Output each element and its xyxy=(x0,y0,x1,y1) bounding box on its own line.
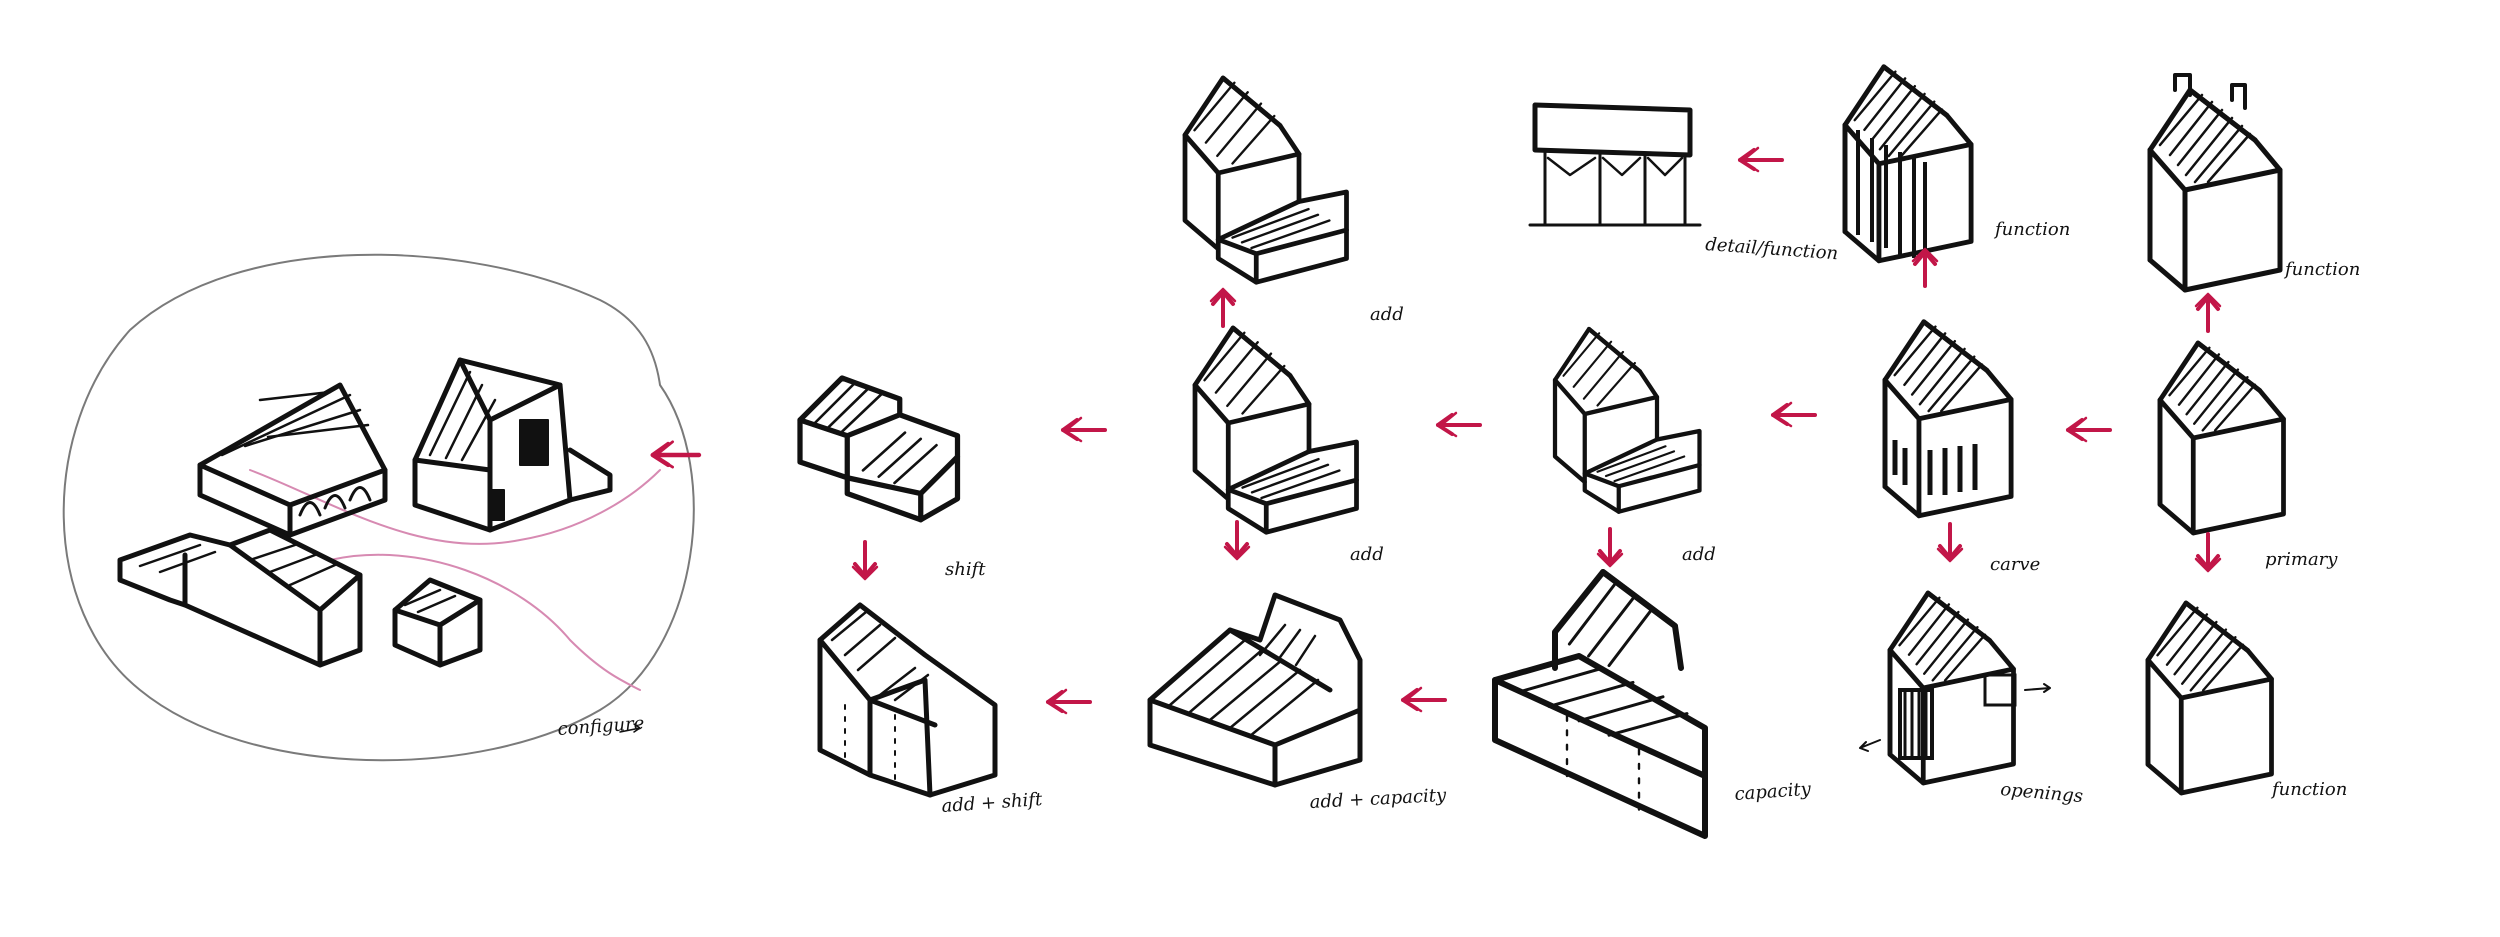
cluster-small-shed xyxy=(392,577,483,668)
house-add-shift xyxy=(817,602,998,798)
detail-section-drawing xyxy=(1528,102,1702,227)
house-function-chimney xyxy=(2150,73,2280,290)
cluster-house xyxy=(412,357,613,533)
pink-path-2 xyxy=(329,553,641,691)
label-carve: carve xyxy=(1990,554,2040,575)
label-primary: primary xyxy=(2265,549,2338,570)
label-shift: shift xyxy=(945,559,986,580)
row-bottom: primary function carve openings add capa… xyxy=(817,520,2347,836)
house-function-screen xyxy=(1845,67,1971,262)
cluster-barn xyxy=(197,382,388,538)
configure-cluster: configure xyxy=(62,253,699,762)
cluster-long-shed xyxy=(117,527,363,668)
house-add-capacity xyxy=(1147,592,1363,788)
label-add-3: add xyxy=(1350,544,1384,565)
pink-path-1 xyxy=(249,469,661,545)
row-middle xyxy=(800,322,2284,533)
label-add-1: add xyxy=(1370,304,1404,325)
house-openings xyxy=(1859,593,2051,783)
site-boundary-ellipse xyxy=(62,253,695,762)
label-function-1: function xyxy=(2283,259,2360,280)
label-function-2: function xyxy=(1993,219,2070,240)
label-add-2: add xyxy=(1682,544,1716,565)
house-carve xyxy=(1885,322,2011,516)
label-function-3: function xyxy=(2270,779,2347,800)
